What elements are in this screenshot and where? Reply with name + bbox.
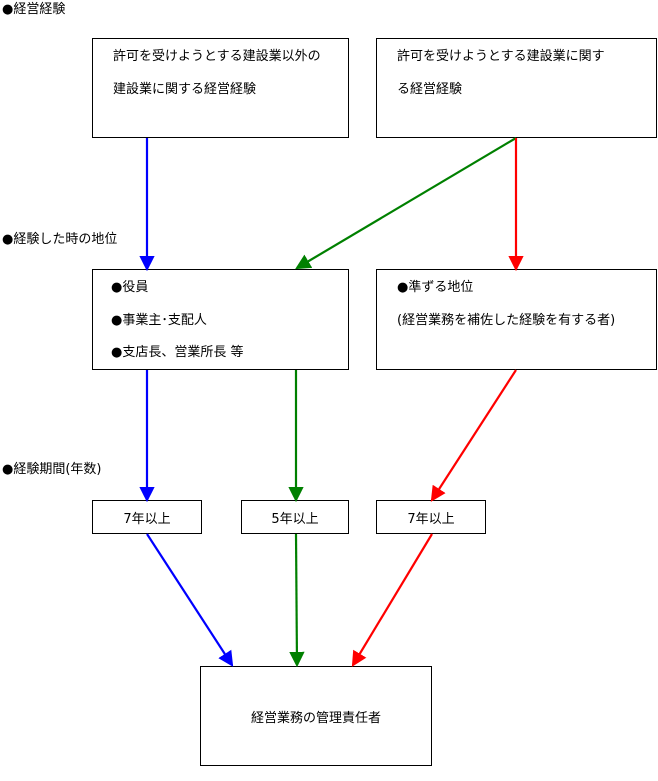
box-text-line: 許可を受けようとする建設業以外の: [113, 49, 321, 64]
arrow-blue-to-manager: [146, 533, 234, 667]
box-text-line: 7年以上: [407, 511, 455, 527]
arrow-red-to-manager: [351, 533, 433, 667]
arrow-green-to-manager: [289, 533, 305, 668]
box-management-manager: 経営業務の管理責任者: [200, 666, 432, 766]
section-label-position: ●経験した時の地位: [2, 232, 118, 247]
box-text-line: 7年以上: [123, 511, 171, 527]
box-officer-positions: ●役員 ●事業主･支配人 ●支店長、営業所長 等: [92, 269, 349, 370]
box-text-line: る経営経験: [397, 82, 463, 97]
box-text-line: 建設業に関する経営経験: [113, 82, 257, 97]
box-text-line: (経営業務を補佐した経験を有する者): [397, 313, 616, 328]
box-same-industry-experience: 許可を受けようとする建設業に関す る経営経験: [376, 38, 657, 138]
box-years-five-green: 5年以上: [241, 500, 349, 534]
section-label-period: ●経験期間(年数): [2, 462, 102, 477]
box-text-line: ●事業主･支配人: [111, 313, 207, 328]
box-text-line: 許可を受けようとする建設業に関す: [397, 49, 605, 64]
box-text-line: ●準ずる地位: [397, 280, 474, 295]
box-text-line: 5年以上: [271, 511, 319, 527]
section-label-experience: ●経営経験: [2, 2, 66, 17]
box-text-line: ●役員: [111, 280, 149, 295]
arrow-red-to-seven-years: [430, 369, 517, 502]
box-years-seven-red: 7年以上: [376, 500, 486, 534]
box-years-seven-blue: 7年以上: [92, 500, 202, 534]
box-text-line: ●支店長、営業所長 等: [111, 345, 244, 360]
box-other-industry-experience: 許可を受けようとする建設業以外の 建設業に関する経営経験: [92, 38, 349, 138]
box-equivalent-position: ●準ずる地位 (経営業務を補佐した経験を有する者): [376, 269, 657, 370]
arrow-green-to-officer: [295, 137, 517, 270]
box-text-line: 経営業務の管理責任者: [250, 710, 381, 726]
